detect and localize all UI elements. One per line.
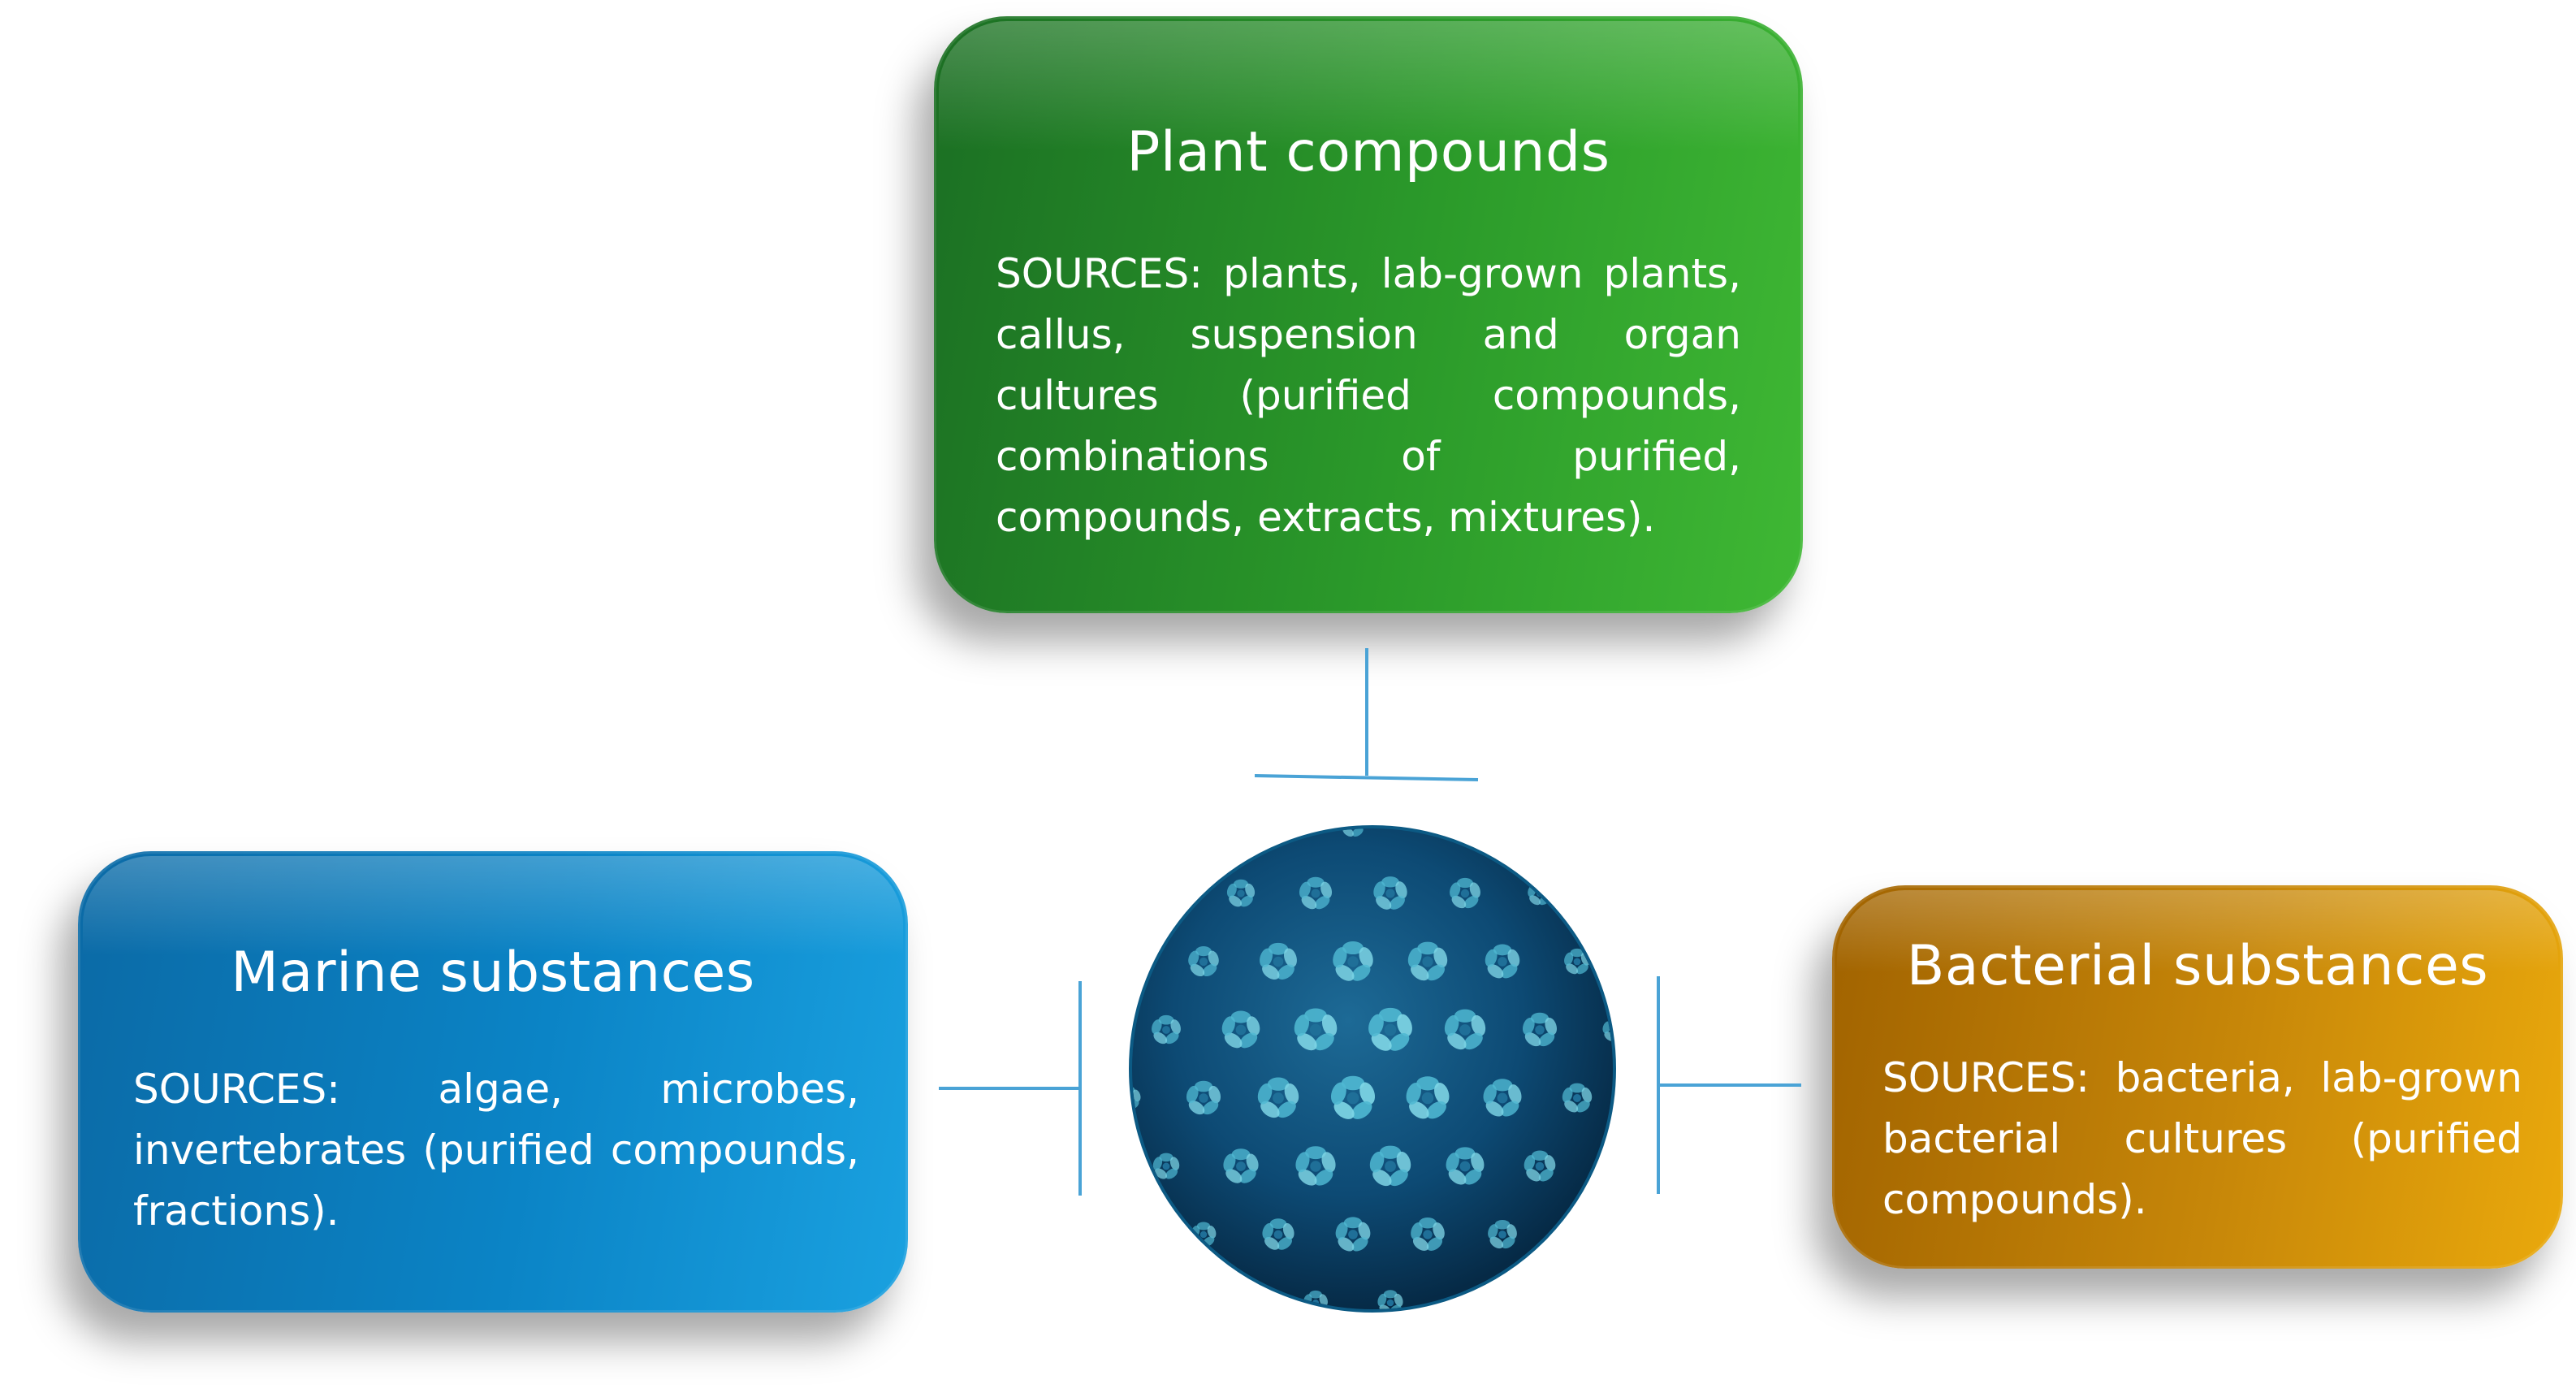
capsomer	[1522, 1012, 1558, 1047]
capsomer	[1188, 946, 1219, 977]
capsomer	[1260, 942, 1297, 980]
capsomer	[1407, 941, 1448, 981]
capsomer	[1411, 1218, 1445, 1251]
capsomer	[1226, 879, 1256, 907]
capsomer	[1444, 1009, 1486, 1050]
capsomer	[1406, 1076, 1450, 1119]
capsomer	[1295, 1146, 1336, 1186]
capsomer	[1524, 1150, 1556, 1182]
capsomer	[1294, 1008, 1338, 1051]
capsomer	[1488, 1219, 1517, 1249]
capsomer	[1152, 1153, 1180, 1179]
marine-substances-title: Marine substances	[231, 941, 755, 1005]
capsomer	[1485, 944, 1520, 979]
plant-connector-bar	[1254, 774, 1479, 781]
bacterial-substances-box: Bacterial substances SOURCES: bacteria, …	[1832, 885, 2563, 1269]
plant-compounds-title: Plant compounds	[1126, 120, 1610, 184]
capsomer	[1564, 948, 1590, 975]
virus-capsid-icon	[1121, 817, 1624, 1321]
capsomer	[1335, 1217, 1371, 1252]
capsomer	[1373, 876, 1407, 910]
capsomer	[1330, 1075, 1376, 1119]
bacterial-substances-title: Bacterial substances	[1906, 934, 2489, 998]
capsomer	[1299, 876, 1333, 910]
plant-compounds-sources: SOURCES: plants, lab-grown plants, callu…	[996, 250, 1741, 541]
marine-substances-sources: SOURCES: algae, microbes, invertebrates …	[133, 1066, 859, 1235]
plant-compounds-box: Plant compounds SOURCES: plants, lab-gro…	[934, 16, 1803, 613]
bacterial-substances-sources: SOURCES: bacteria, lab-grown bacterial c…	[1882, 1054, 2522, 1223]
capsomer	[1562, 1083, 1593, 1113]
capsomer	[1450, 877, 1480, 909]
capsomer	[1369, 1145, 1411, 1187]
capsomer	[1221, 1010, 1260, 1049]
capsomer	[1186, 1080, 1221, 1115]
capsomer	[1368, 1007, 1412, 1051]
capsomer	[1257, 1077, 1299, 1118]
capsomer	[1446, 1147, 1485, 1185]
capsomer	[1223, 1148, 1259, 1183]
capsomer	[1483, 1079, 1522, 1117]
capsomer	[1152, 1014, 1181, 1045]
marine-substances-box: Marine substances SOURCES: algae, microb…	[78, 851, 908, 1313]
capsomer	[1377, 1290, 1403, 1309]
capsomer	[1333, 941, 1373, 981]
capsomer	[1262, 1218, 1294, 1250]
